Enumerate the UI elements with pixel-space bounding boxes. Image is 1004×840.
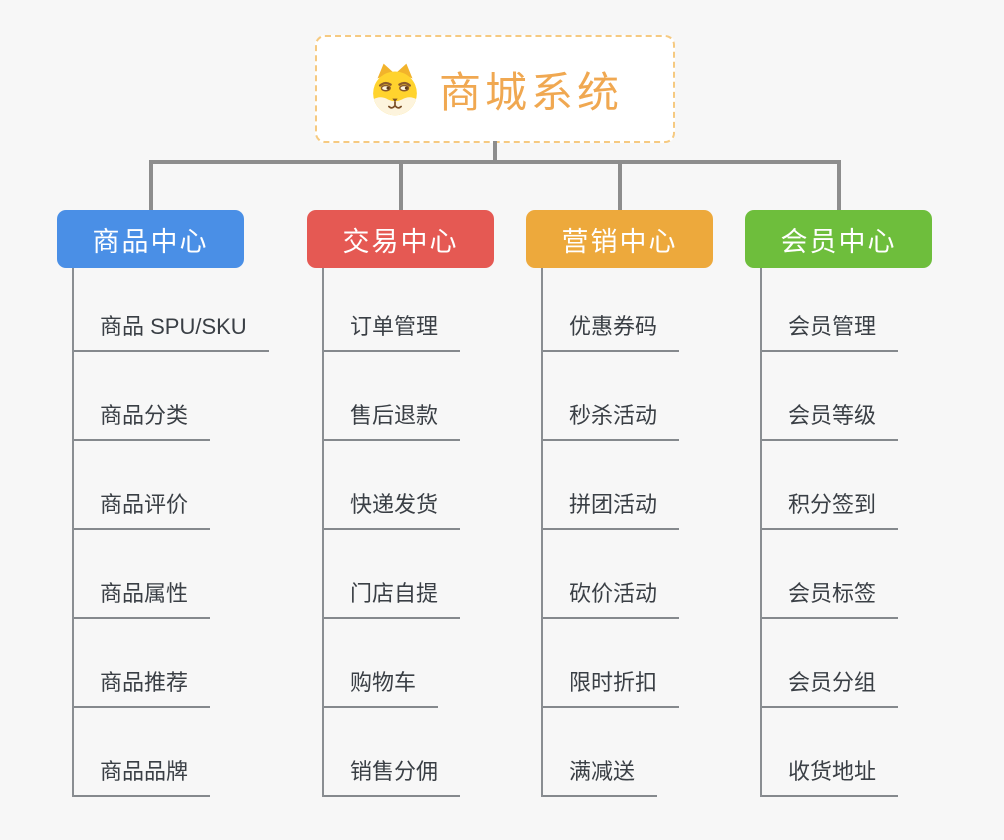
- leaf-label: 砍价活动: [569, 581, 658, 606]
- leaf-label: 积分签到: [788, 492, 877, 517]
- branch-member-center: 会员中心 会员管理 会员等级 积分签到 会员标签 会员分组 收货地址: [745, 210, 995, 797]
- leaf-item[interactable]: 满减送: [543, 754, 658, 797]
- leaf-item[interactable]: 砍价活动: [543, 576, 680, 619]
- connector-drop-branch3: [618, 160, 622, 210]
- branch-header-trade-center[interactable]: 交易中心: [307, 210, 494, 268]
- leaf-item[interactable]: 商品属性: [74, 576, 211, 619]
- branch-body: 商品 SPU/SKU 商品分类 商品评价 商品属性 商品推荐 商品品牌: [72, 268, 307, 797]
- leaf-item[interactable]: 订单管理: [324, 309, 461, 352]
- leaf-label: 商品分类: [100, 403, 189, 428]
- leaf-item[interactable]: 销售分佣: [324, 754, 461, 797]
- leaf-label: 售后退款: [350, 403, 439, 428]
- leaf-label: 订单管理: [350, 314, 439, 339]
- dog-face-icon: [373, 63, 417, 116]
- leaf-item[interactable]: 商品品牌: [74, 754, 211, 797]
- branch-header-marketing-center[interactable]: 营销中心: [526, 210, 713, 268]
- leaf-item[interactable]: 会员分组: [762, 665, 899, 708]
- connector-rail: [149, 160, 840, 164]
- leaf-label: 销售分佣: [350, 759, 439, 784]
- leaf-label: 优惠券码: [569, 314, 658, 339]
- leaf-label: 会员管理: [788, 314, 877, 339]
- leaf-label: 商品 SPU/SKU: [100, 314, 247, 339]
- leaf-item[interactable]: 商品分类: [74, 398, 211, 441]
- leaf-item[interactable]: 售后退款: [324, 398, 461, 441]
- connector-drop-branch4: [837, 160, 841, 210]
- leaf-item[interactable]: 拼团活动: [543, 487, 680, 530]
- leaf-label: 会员等级: [788, 403, 877, 428]
- leaf-item[interactable]: 商品评价: [74, 487, 211, 530]
- leaf-label: 商品评价: [100, 492, 189, 517]
- branch-product-center: 商品中心 商品 SPU/SKU 商品分类 商品评价 商品属性 商品推荐 商品品牌: [57, 210, 307, 797]
- leaf-item[interactable]: 优惠券码: [543, 309, 680, 352]
- leaf-label: 限时折扣: [569, 670, 658, 695]
- branch-header-product-center[interactable]: 商品中心: [57, 210, 244, 268]
- leaf-label: 购物车: [350, 670, 417, 695]
- leaf-item[interactable]: 积分签到: [762, 487, 899, 530]
- leaf-label: 快递发货: [350, 492, 439, 517]
- leaf-item[interactable]: 限时折扣: [543, 665, 680, 708]
- leaf-label: 收货地址: [788, 759, 877, 784]
- connector-root-stem: [493, 141, 497, 162]
- leaf-label: 会员分组: [788, 670, 877, 695]
- connector-drop-branch1: [149, 160, 153, 210]
- branch-trade-center: 交易中心 订单管理 售后退款 快递发货 门店自提 购物车 销售分佣: [307, 210, 557, 797]
- leaf-label: 拼团活动: [569, 492, 658, 517]
- leaf-label: 秒杀活动: [569, 403, 658, 428]
- root-node[interactable]: 商城系统: [315, 35, 675, 143]
- branch-body: 优惠券码 秒杀活动 拼团活动 砍价活动 限时折扣 满减送: [541, 268, 776, 797]
- leaf-item[interactable]: 快递发货: [324, 487, 461, 530]
- leaf-item[interactable]: 商品推荐: [74, 665, 211, 708]
- leaf-label: 门店自提: [350, 581, 439, 606]
- leaf-label: 满减送: [569, 759, 636, 784]
- leaf-label: 商品品牌: [100, 759, 189, 784]
- leaf-item[interactable]: 会员等级: [762, 398, 899, 441]
- leaf-item[interactable]: 购物车: [324, 665, 439, 708]
- connector-drop-branch2: [399, 160, 403, 210]
- leaf-item[interactable]: 秒杀活动: [543, 398, 680, 441]
- leaf-item[interactable]: 门店自提: [324, 576, 461, 619]
- leaf-item[interactable]: 收货地址: [762, 754, 899, 797]
- leaf-label: 商品属性: [100, 581, 189, 606]
- leaf-item[interactable]: 商品 SPU/SKU: [74, 309, 269, 352]
- leaf-item[interactable]: 会员标签: [762, 576, 899, 619]
- branch-body: 订单管理 售后退款 快递发货 门店自提 购物车 销售分佣: [322, 268, 557, 797]
- leaf-item[interactable]: 会员管理: [762, 309, 899, 352]
- branch-body: 会员管理 会员等级 积分签到 会员标签 会员分组 收货地址: [760, 268, 995, 797]
- leaf-label: 会员标签: [788, 581, 877, 606]
- branch-marketing-center: 营销中心 优惠券码 秒杀活动 拼团活动 砍价活动 限时折扣 满减送: [526, 210, 776, 797]
- leaf-label: 商品推荐: [100, 670, 189, 695]
- branch-header-member-center[interactable]: 会员中心: [745, 210, 932, 268]
- root-title: 商城系统: [438, 68, 623, 116]
